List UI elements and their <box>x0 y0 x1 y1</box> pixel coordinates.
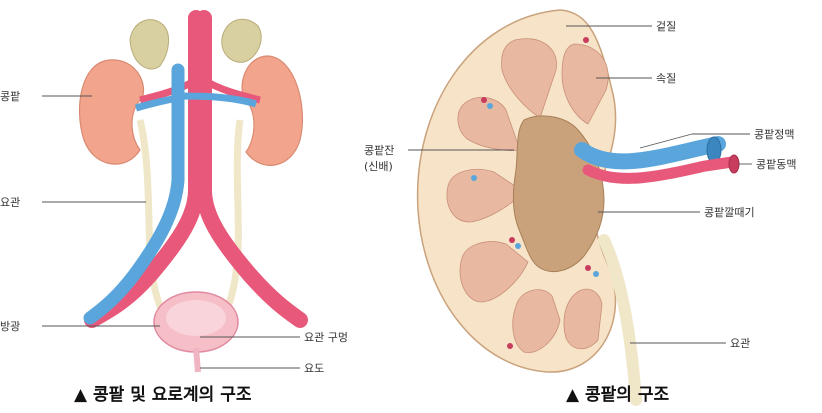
renal-artery-end <box>728 154 740 174</box>
right-adrenal-gland <box>221 18 262 63</box>
caption-urinary-system: ▲ 콩팥 및 요로계의 구조 <box>74 385 252 405</box>
urethra-tube <box>193 347 201 373</box>
urinary-system-illustration: 콩팥 요관 방광 요관 구멍 요도 ▲ 콩팥 및 요로계의 구조 <box>0 10 348 405</box>
renal-vein <box>574 136 726 170</box>
label-calyx: 콩팥잔 <box>364 144 394 157</box>
medullary-pyramids <box>446 38 609 353</box>
renal-vein-branches <box>135 92 258 112</box>
label-ureter-left: 요관 <box>0 196 20 209</box>
label-kidney: 콩팥 <box>0 90 20 103</box>
left-adrenal-gland <box>129 19 169 70</box>
label-ureter-right: 요관 <box>730 337 750 350</box>
label-ureteral-orifice: 요관 구멍 <box>304 331 348 344</box>
label-renal-pelvis: 콩팥깔때기 <box>704 205 755 219</box>
label-cortex: 겉질 <box>656 20 676 33</box>
vessel-dots <box>471 37 599 349</box>
kidney-section-illustration: 겉질 속질 콩팥잔 (신배) 콩팥정맥 콩팥동맥 콩팥깔때기 요관 ▲ 콩팥의 … <box>364 9 796 406</box>
label-bladder: 방광 <box>0 320 20 333</box>
label-renal-vein: 콩팥정맥 <box>754 128 794 141</box>
renal-artery <box>582 156 738 184</box>
caption-kidney-structure: ▲ 콩팥의 구조 <box>566 385 669 405</box>
renal-artery-branches <box>139 76 261 104</box>
label-calyx-sub: (신배) <box>364 160 393 173</box>
label-urethra: 요도 <box>304 362 324 375</box>
label-renal-artery: 콩팥동맥 <box>756 158 796 171</box>
vena-cava <box>83 63 185 325</box>
bladder-inner <box>166 300 226 336</box>
ureter-right <box>598 234 642 406</box>
left-kidney <box>78 59 144 165</box>
label-medulla: 속질 <box>656 72 676 85</box>
right-kidney <box>241 55 304 166</box>
